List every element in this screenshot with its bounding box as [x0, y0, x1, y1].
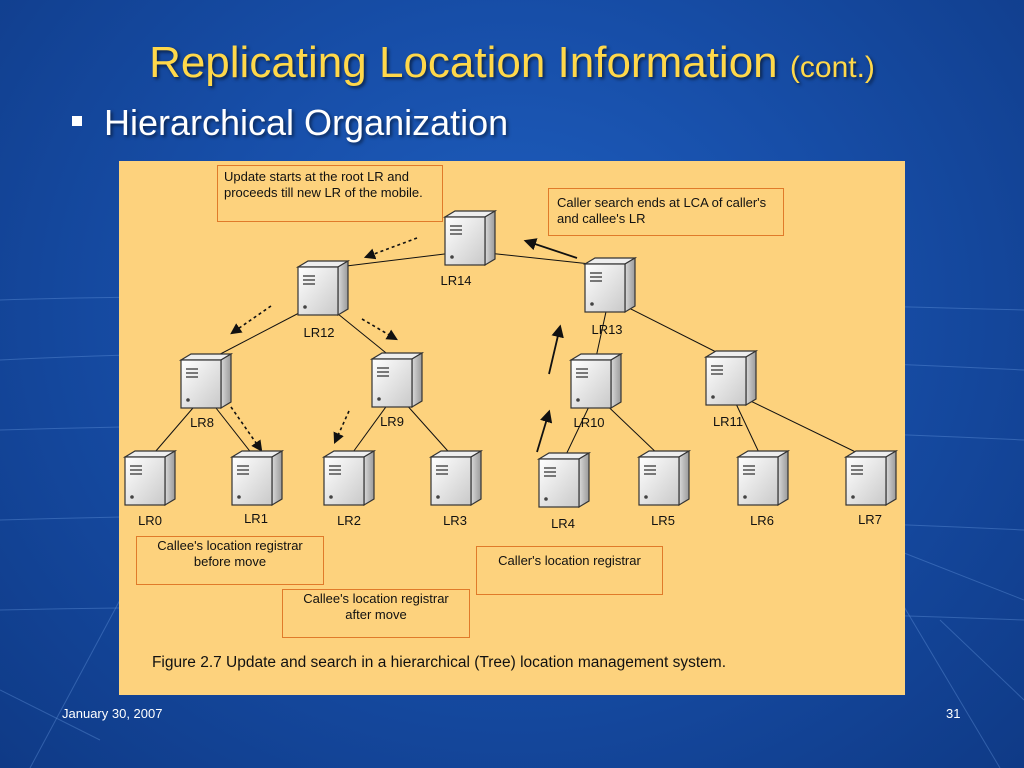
server-icon-lr13	[584, 257, 636, 313]
server-icon-lr11	[705, 350, 757, 406]
server-icon-lr0	[124, 450, 176, 506]
update-arrow-root	[363, 237, 418, 260]
server-icon-lr1	[231, 450, 283, 506]
slide-title-suffix: (cont.)	[789, 51, 875, 84]
node-label-lr1: LR1	[244, 511, 268, 526]
bullet-square-icon	[72, 116, 82, 127]
bullet-item: Hierarchical Organization	[72, 102, 508, 144]
figure-caption: Figure 2.7 Update and search in a hierar…	[151, 654, 727, 671]
node-label-lr6: LR6	[750, 513, 774, 528]
callout-caller-registrar: Caller's location registrar	[476, 546, 663, 595]
tree-arrows	[230, 237, 578, 453]
update-arrow-lr12-left	[230, 305, 272, 335]
node-label-lr8: LR8	[190, 415, 214, 430]
callout-update-starts: Update starts at the root LR and proceed…	[217, 165, 443, 222]
server-icon-lr5	[638, 450, 690, 506]
node-label-lr0: LR0	[138, 513, 162, 528]
update-arrow-lr8	[230, 406, 263, 452]
callout-callee-before: Callee's location registrar before move	[136, 536, 324, 585]
server-icon-lr8	[180, 353, 232, 409]
node-label-lr3: LR3	[443, 513, 467, 528]
server-icon-lr12	[297, 260, 349, 316]
node-label-lr14: LR14	[440, 273, 472, 288]
server-icon-lr4	[538, 452, 590, 508]
server-icon-lr6	[737, 450, 789, 506]
search-arrow-lr13	[523, 238, 578, 259]
node-label-lr5: LR5	[651, 513, 675, 528]
figure-panel: LR14 LR12 LR13 LR8 LR9 LR10 LR11 LR0 LR1…	[119, 161, 905, 695]
node-label-lr12: LR12	[303, 325, 335, 340]
tree-diagram	[124, 210, 897, 508]
server-icon-lr2	[323, 450, 375, 506]
update-arrow-lr12-right	[361, 318, 398, 341]
server-icon-lr14	[444, 210, 496, 266]
slide-title-text: Replicating Location Information	[149, 38, 778, 87]
callout-callee-after: Callee's location registrar after move	[282, 589, 470, 638]
slide-title: Replicating Location Information (cont.)	[0, 38, 1024, 88]
update-arrow-lr9	[333, 410, 350, 445]
edge-lr11-lr7	[729, 390, 871, 460]
callout-caller-search: Caller search ends at LCA of caller's an…	[548, 188, 784, 236]
node-label-lr10: LR10	[573, 415, 605, 430]
footer-date: January 30, 2007	[62, 706, 163, 721]
node-label-lr13: LR13	[591, 322, 623, 337]
node-label-lr9: LR9	[380, 414, 404, 429]
search-arrow-lr10	[548, 324, 564, 375]
node-label-lr2: LR2	[337, 513, 361, 528]
server-icon-lr7	[845, 450, 897, 506]
node-label-lr11: LR11	[712, 414, 744, 429]
tree-edges	[148, 250, 871, 462]
server-icon-lr9	[371, 352, 423, 408]
node-label-lr4: LR4	[551, 516, 575, 531]
server-icon-lr3	[430, 450, 482, 506]
page-number: 31	[946, 706, 961, 721]
bullet-text: Hierarchical Organization	[104, 102, 509, 143]
search-arrow-lr4	[536, 409, 553, 453]
server-icon-lr10	[570, 353, 622, 409]
node-label-lr7: LR7	[858, 512, 882, 527]
